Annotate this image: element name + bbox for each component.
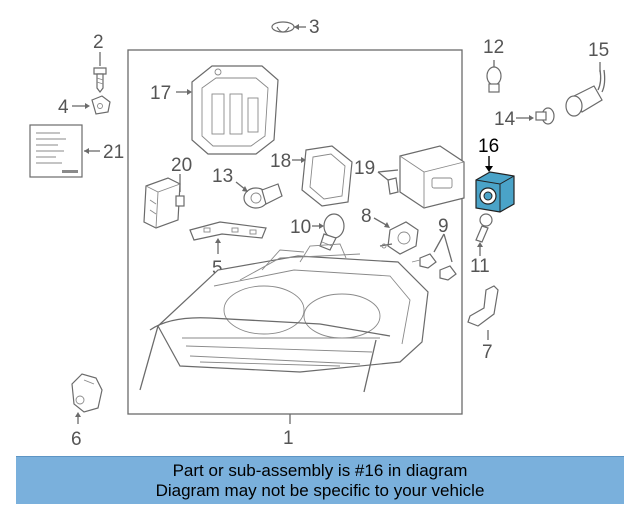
callout-21[interactable]: 21 [103,142,124,163]
callout-9[interactable]: 9 [438,216,449,237]
callout-1[interactable]: 1 [283,428,294,449]
callout-13[interactable]: 13 [212,166,233,187]
banner-line-1: Part or sub-assembly is #16 in diagram [172,460,468,480]
part-21-label[interactable] [29,124,100,178]
callout-3[interactable]: 3 [309,17,320,38]
part-6-bracket[interactable] [71,373,103,424]
part-12-bulb[interactable] [486,60,502,93]
callout-10[interactable]: 10 [290,217,311,238]
part-8-igniter[interactable] [373,217,419,255]
callout-20[interactable]: 20 [171,155,192,176]
part-4-nut[interactable] [72,95,111,115]
callout-14[interactable]: 14 [494,109,516,130]
part-18-gasket[interactable] [292,145,353,207]
part-11-plug[interactable] [475,213,493,256]
parts-diagram: 1 2 3 4 21 [29,17,609,450]
callout-15[interactable]: 15 [588,40,609,61]
callout-6[interactable]: 6 [71,429,82,450]
part-13-socket[interactable] [235,181,283,209]
part-5-bracket[interactable] [189,221,267,254]
callout-16[interactable]: 16 [478,136,499,157]
callout-4[interactable]: 4 [58,97,69,118]
callout-7[interactable]: 7 [482,342,493,363]
assembly-frame [127,49,463,415]
part-16-highlighted[interactable] [475,156,515,213]
part-3-clip[interactable] [271,21,306,33]
callout-17[interactable]: 17 [150,83,171,104]
part-10-bulb[interactable] [312,213,345,251]
part-14-bulb[interactable] [516,107,555,125]
callout-11[interactable]: 11 [470,256,490,277]
part-7-bracket[interactable] [467,285,499,340]
part-19-module[interactable] [377,145,465,209]
callout-8[interactable]: 8 [361,206,372,227]
callout-5[interactable]: 5 [212,258,223,279]
part-2-bolt[interactable] [93,52,107,93]
part-20-ballast[interactable] [143,174,185,229]
info-banner: Part or sub-assembly is #16 in diagram D… [16,456,624,504]
part-9-bulbs[interactable] [411,233,457,281]
part-17-housing[interactable] [176,65,279,155]
callout-12[interactable]: 12 [483,37,504,58]
callout-2[interactable]: 2 [93,32,104,53]
headlamp-assembly [139,243,429,393]
callout-19[interactable]: 19 [354,158,375,179]
callout-18[interactable]: 18 [270,151,291,172]
banner-line-2: Diagram may not be specific to your vehi… [155,480,485,500]
part-15-bulb[interactable] [565,62,606,117]
